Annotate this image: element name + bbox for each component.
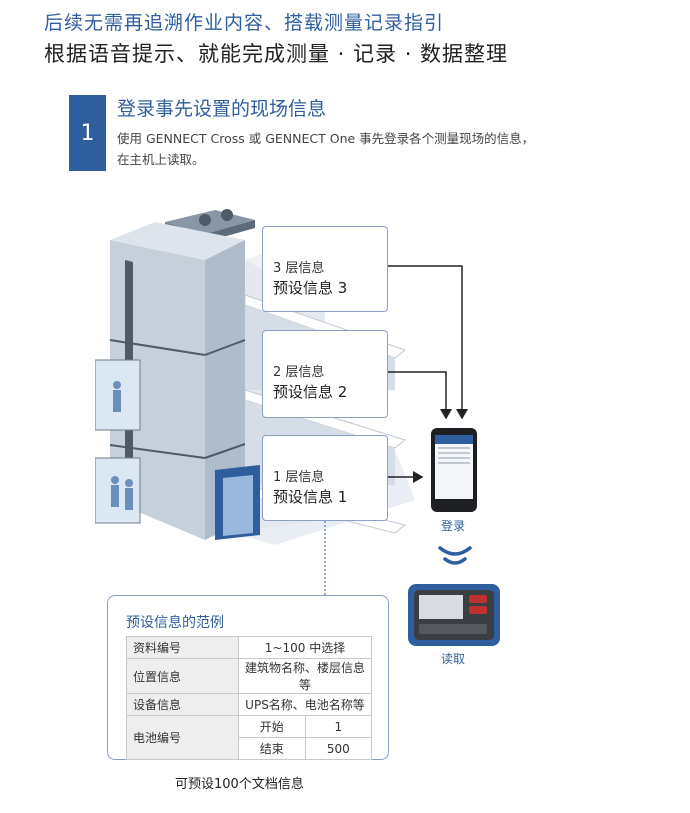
- preset-examples-card: 预设信息的范例 资料编号 1~100 中选择 位置信息 建筑物名称、楼层信息等 …: [107, 595, 389, 760]
- wireless-signal-icon: [438, 546, 472, 565]
- floor-card-3: 3 层信息 预设信息 3: [262, 226, 388, 312]
- meter-label: 读取: [441, 652, 466, 666]
- page-title: 根据语音提示、就能完成测量 · 记录 · 数据整理: [44, 42, 509, 66]
- preset-info-label: 预设信息 3: [273, 279, 348, 297]
- row-value: 建筑物名称、楼层信息等: [238, 658, 372, 694]
- step-number-badge: 1: [69, 95, 106, 171]
- row-label: 电池编号: [126, 715, 239, 760]
- table-row: 电池编号 开始 1: [126, 715, 373, 760]
- row-label: 资料编号: [126, 636, 239, 659]
- floor-info-label: 2 层信息: [273, 365, 325, 380]
- page-subtitle: 后续无需再追溯作业内容、搭载测量记录指引: [44, 12, 445, 34]
- phone-label: 登录: [441, 519, 466, 533]
- table-row: 位置信息 建筑物名称、楼层信息等: [126, 658, 372, 694]
- examples-title: 预设信息的范例: [126, 615, 224, 631]
- row-label: 设备信息: [126, 693, 239, 716]
- examples-table: 资料编号 1~100 中选择 位置信息 建筑物名称、楼层信息等 设备信息 UPS…: [126, 636, 373, 760]
- preset-info-label: 预设信息 2: [273, 383, 348, 401]
- table-row: 设备信息 UPS名称、电池名称等: [126, 693, 372, 716]
- floor-card-2: 2 层信息 预设信息 2: [262, 330, 388, 418]
- floor-card-1: 1 层信息 预设信息 1: [262, 435, 388, 521]
- smartphone-icon: [431, 428, 477, 512]
- row-value: 1~100 中选择: [238, 636, 372, 659]
- table-row: 结束 500: [127, 737, 373, 760]
- preset-info-label: 预设信息 1: [273, 488, 348, 506]
- row-label: 位置信息: [126, 658, 239, 694]
- table-row: 资料编号 1~100 中选择: [126, 636, 372, 659]
- row-value: UPS名称、电池名称等: [238, 693, 372, 716]
- battery-end-label: 结束: [238, 737, 306, 760]
- battery-end-value: 500: [304, 737, 373, 760]
- caption: 可预设100个文档信息: [175, 777, 304, 792]
- floor-info-label: 1 层信息: [273, 470, 325, 485]
- step-description: 使用 GENNECT Cross 或 GENNECT One 事先登录各个测量现…: [117, 131, 535, 167]
- battery-start-label: 开始: [238, 715, 306, 738]
- battery-start-value: 1: [304, 715, 373, 738]
- floor-info-label: 3 层信息: [273, 261, 325, 276]
- battery-tester-icon: [408, 584, 500, 646]
- step-title: 登录事先设置的现场信息: [117, 98, 327, 120]
